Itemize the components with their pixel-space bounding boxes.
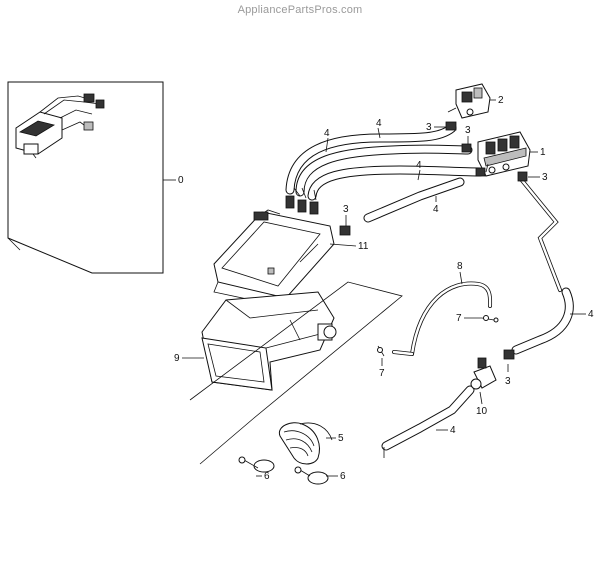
part-1-water-valve[interactable] <box>477 131 531 177</box>
callout-4-a: 4 <box>376 118 382 129</box>
part-7-clip-upper[interactable] <box>481 315 499 323</box>
leader-lines <box>256 99 586 477</box>
part-11-dispenser-cover[interactable] <box>213 209 335 307</box>
part-2-single-valve[interactable] <box>447 83 491 119</box>
callout-8: 8 <box>457 261 463 272</box>
callout-3-a: 3 <box>426 122 432 133</box>
callout-4-e: 4 <box>588 309 594 320</box>
callout-3-d: 3 <box>343 204 349 215</box>
callout-7-b: 7 <box>379 368 385 379</box>
callout-5: 5 <box>338 433 344 444</box>
clamp-set-part-3[interactable] <box>285 121 528 360</box>
part-6-clamp-left[interactable] <box>238 456 275 473</box>
leader-line-11 <box>329 243 357 247</box>
callout-2: 2 <box>498 95 504 106</box>
callout-11: 11 <box>358 241 369 252</box>
callout-3-b: 3 <box>465 125 471 136</box>
part-8-tube[interactable] <box>392 281 493 356</box>
callout-1: 1 <box>540 147 546 158</box>
group-outline-bellows <box>189 281 403 465</box>
callout-4-d: 4 <box>433 204 439 215</box>
callout-4-f: 4 <box>450 425 456 436</box>
callout-3-c: 3 <box>542 172 548 183</box>
callout-7-a: 7 <box>456 313 462 324</box>
part-0-wire-harness[interactable] <box>7 81 164 274</box>
callout-0: 0 <box>178 175 184 186</box>
callout-labels: 0 1 2 3 3 3 3 3 4 4 4 4 4 4 5 6 6 7 7 8 … <box>174 95 594 482</box>
callout-10: 10 <box>476 406 488 417</box>
part-9-dispenser-housing[interactable] <box>201 291 337 391</box>
callout-9: 9 <box>174 353 180 364</box>
part-10-drain-fitting[interactable] <box>470 357 497 390</box>
part-5-bellows[interactable] <box>278 422 333 465</box>
callout-4-c: 4 <box>416 160 422 171</box>
watermark-text: AppliancePartsPros.com <box>237 4 363 16</box>
callout-4-b: 4 <box>324 128 330 139</box>
callout-3-e: 3 <box>505 376 511 387</box>
part-6-clamp-right[interactable] <box>294 466 329 485</box>
callout-6-a: 6 <box>264 471 270 482</box>
part-7-clip-lower[interactable] <box>377 345 385 357</box>
callout-6-b: 6 <box>340 471 346 482</box>
hose-set-part-4[interactable] <box>285 123 574 458</box>
